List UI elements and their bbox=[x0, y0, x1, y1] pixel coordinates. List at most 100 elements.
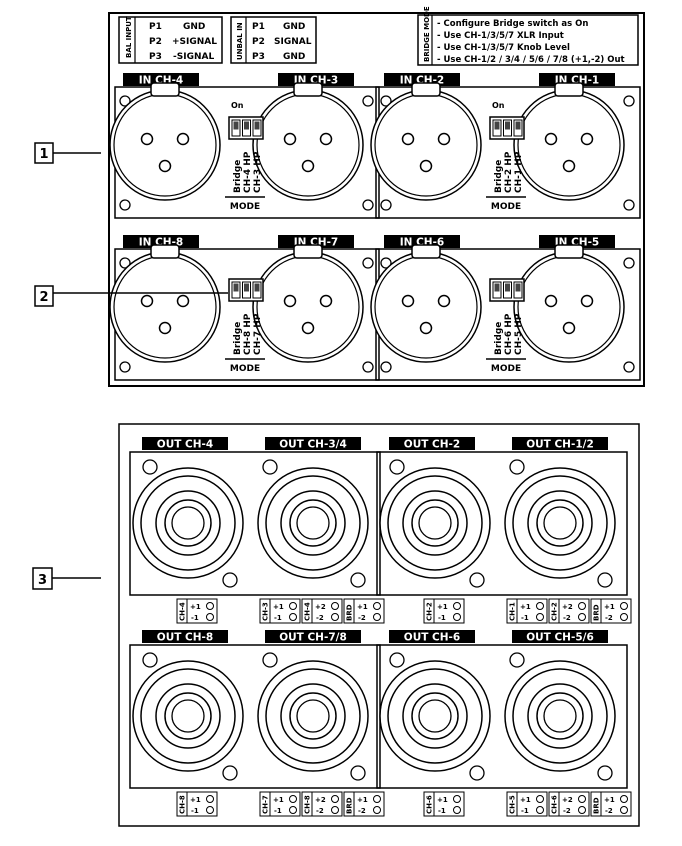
plus-terminal-icon bbox=[206, 795, 214, 803]
plus-terminal-icon bbox=[620, 795, 628, 803]
pinout-minus: -1 bbox=[191, 614, 199, 622]
xlr-jack-icon bbox=[109, 82, 221, 201]
bridge-mode-line-3: - Use CH-1/3/5/7 Knob Level bbox=[437, 43, 570, 53]
plus-terminal-icon bbox=[453, 795, 461, 803]
unbal-signal-1: GND bbox=[283, 22, 305, 32]
mount-screw-icon bbox=[623, 199, 635, 211]
switch-on-label: On bbox=[231, 101, 244, 110]
output-label-row2-0-a-bar bbox=[142, 630, 228, 643]
mount-screw-icon bbox=[142, 459, 158, 475]
pinout-minus: -1 bbox=[274, 614, 282, 622]
mount-screw-icon bbox=[380, 361, 392, 373]
input-label-row2-1-a-bar bbox=[384, 235, 460, 248]
mount-screw-icon bbox=[362, 257, 374, 269]
mount-screw-icon bbox=[222, 572, 238, 588]
output-label-row1-1-b: OUT CH-1/2 bbox=[526, 439, 594, 451]
mount-screw-icon bbox=[597, 572, 613, 588]
unbal-input-title: UNBAL IN bbox=[236, 22, 244, 60]
pinout-channel: CH-8 bbox=[304, 795, 312, 814]
bal-pin-3: P3 bbox=[149, 52, 162, 62]
callout-3-number: 3 bbox=[38, 573, 47, 588]
pinout-channel: CH-6 bbox=[551, 795, 559, 814]
pinout-plus: +1 bbox=[604, 603, 615, 611]
unbal-pin-1: P1 bbox=[252, 22, 265, 32]
pinout-minus: -2 bbox=[605, 807, 613, 815]
xlr-jack-icon bbox=[252, 82, 364, 201]
mode-dip-switch[interactable] bbox=[489, 278, 525, 302]
plus-terminal-icon bbox=[578, 795, 586, 803]
output-label-row2-0-a: OUT CH-8 bbox=[157, 632, 213, 644]
minus-terminal-icon bbox=[453, 806, 461, 814]
speakon-jack-icon bbox=[379, 467, 491, 579]
pinout-minus: -2 bbox=[358, 807, 366, 815]
mount-screw-icon bbox=[262, 652, 278, 668]
mode-dip-switch[interactable] bbox=[228, 278, 264, 302]
pinout-plus: +1 bbox=[520, 796, 531, 804]
bridge-mode-line-1: - Configure Bridge switch as On bbox=[437, 19, 588, 29]
pinout-channel: BRD bbox=[593, 797, 601, 814]
output-label-row1-0-b-bar bbox=[265, 437, 361, 450]
switch-label-2: CH-5 HP bbox=[514, 313, 524, 355]
mode-dip-switch[interactable] bbox=[489, 116, 525, 140]
callout-2-number: 2 bbox=[39, 290, 48, 305]
xlr-jack-icon bbox=[513, 244, 625, 363]
pinout-plus: +1 bbox=[190, 796, 201, 804]
mount-screw-icon bbox=[262, 459, 278, 475]
pinout-minus: -1 bbox=[191, 807, 199, 815]
plus-terminal-icon bbox=[536, 602, 544, 610]
bal-pin-2: P2 bbox=[149, 37, 162, 47]
plus-terminal-icon bbox=[453, 602, 461, 610]
bridge-mode-title: BRIDGE MODE bbox=[423, 6, 431, 62]
switch-mode-label: MODE bbox=[230, 364, 260, 374]
pinout-minus: -2 bbox=[316, 614, 324, 622]
mount-screw-icon bbox=[142, 652, 158, 668]
output-pinout-0: CH-4+1-1 bbox=[176, 598, 218, 624]
pinout-plus: +1 bbox=[357, 796, 368, 804]
switch-mode-label: MODE bbox=[230, 202, 260, 212]
mode-dip-switch[interactable] bbox=[228, 116, 264, 140]
output-label-row2-1-b: OUT CH-5/6 bbox=[526, 632, 594, 644]
mount-screw-icon bbox=[380, 95, 392, 107]
input-label-row2-0-a-bar bbox=[123, 235, 199, 248]
output-label-row2-1-a-bar bbox=[389, 630, 475, 643]
output-label-row1-0-b: OUT CH-3/4 bbox=[279, 439, 347, 451]
mount-screw-icon bbox=[362, 95, 374, 107]
pinout-channel: CH-5 bbox=[509, 795, 517, 814]
callout-3: 3 bbox=[32, 567, 101, 590]
pinout-channel: BRD bbox=[346, 604, 354, 621]
pinout-channel: CH-6 bbox=[426, 795, 434, 814]
speakon-jack-icon bbox=[257, 467, 369, 579]
bridge-mode-line-4: - Use CH-1/2 / 3/4 / 5/6 / 7/8 (+1,-2) O… bbox=[437, 55, 625, 65]
unbal-pin-2: P2 bbox=[252, 37, 265, 47]
minus-terminal-icon bbox=[536, 613, 544, 621]
speakon-jack-icon bbox=[379, 660, 491, 772]
switch-mode-label: MODE bbox=[491, 202, 521, 212]
plus-terminal-icon bbox=[620, 602, 628, 610]
pinout-channel: CH-1 bbox=[509, 602, 517, 621]
mount-screw-icon bbox=[623, 361, 635, 373]
speakon-jack-icon bbox=[132, 660, 244, 772]
pinout-channel: CH-8 bbox=[179, 795, 187, 814]
switch-label-1: CH-6 HP bbox=[504, 313, 514, 355]
mount-screw-icon bbox=[350, 765, 366, 781]
mount-screw-icon bbox=[119, 95, 131, 107]
mount-screw-icon bbox=[380, 199, 392, 211]
plus-terminal-icon bbox=[373, 602, 381, 610]
output-pinout-6: CH-6+1-1 bbox=[423, 791, 465, 817]
xlr-jack-icon bbox=[370, 244, 482, 363]
pinout-plus: +1 bbox=[520, 603, 531, 611]
pinout-minus: -2 bbox=[563, 807, 571, 815]
mount-screw-icon bbox=[509, 459, 525, 475]
minus-terminal-icon bbox=[206, 613, 214, 621]
plus-terminal-icon bbox=[331, 602, 339, 610]
callout-1: 1 bbox=[34, 142, 101, 164]
pinout-plus: +1 bbox=[437, 796, 448, 804]
mount-screw-icon bbox=[389, 652, 405, 668]
